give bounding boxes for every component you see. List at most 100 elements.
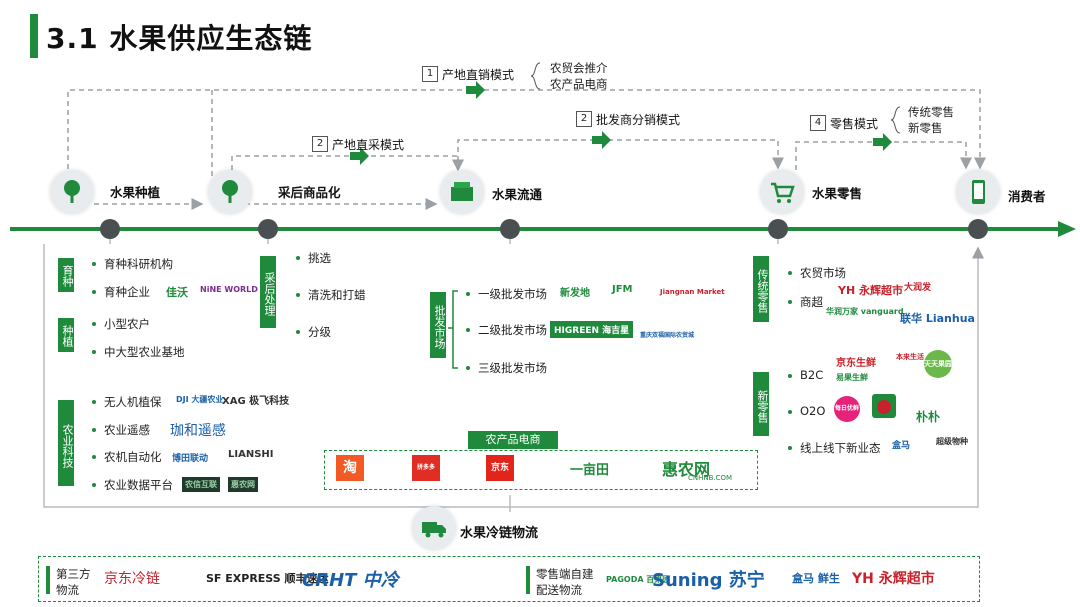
axis-dot-4: [768, 219, 788, 239]
apple-logo-icon: [872, 394, 896, 418]
mode1-label: 产地直销模式: [442, 68, 515, 82]
item-sorting: 挑选: [308, 251, 331, 265]
logo-cnhnb: CNHNB.COM: [688, 474, 733, 482]
logo-sf: SF EXPRESS 顺丰速运: [206, 572, 329, 585]
bullet: [788, 271, 792, 275]
node-consumer-label: 消费者: [1008, 189, 1046, 204]
retail-self-accent: [526, 566, 530, 594]
bullet: [788, 374, 792, 378]
mode4-item-traditional: 传统零售: [908, 105, 954, 119]
axis-dot-1: [100, 219, 120, 239]
logo-jfm: JFM: [612, 284, 633, 295]
logo-pinduoduo: 拼多多: [412, 455, 440, 481]
logo-hema: 盒马: [892, 441, 911, 451]
mode3-label: 批发商分销模式: [596, 113, 681, 127]
item-small-farmer: 小型农户: [104, 317, 150, 331]
node-circulation: [440, 170, 484, 214]
node-planting-label: 水果种植: [110, 185, 161, 200]
logo-huinong-small: 惠农网: [228, 477, 258, 492]
mode4-path: [795, 141, 972, 170]
logo-nongxin: 农信互联: [182, 477, 220, 492]
third-party-label-line2: 物流: [56, 583, 79, 597]
logo-yonghui: YH 永辉超市: [838, 284, 904, 297]
mode4-number: 4: [810, 115, 826, 131]
logo-pagoda: PAGODA 百果园: [606, 575, 671, 584]
logo-shuangfu: 重庆双福国际农贸城: [640, 332, 695, 339]
item-data-platform: 农业数据平台: [104, 478, 173, 492]
bullet: [92, 400, 96, 404]
mode1-flow-arrow: [466, 81, 485, 99]
wholesale-bracket: [448, 290, 458, 369]
mode3-flow-arrow: [592, 131, 611, 149]
item-wholesale-third: 三级批发市场: [478, 361, 547, 375]
logo-lianshi: LIANSHI: [228, 449, 274, 460]
logo-benlai: 本来生活: [896, 353, 924, 361]
item-breeding-company: 育种企业: [104, 285, 150, 299]
mode4-item-new: 新零售: [908, 121, 943, 135]
logo-tiantian: 天天果园: [924, 350, 952, 378]
mode4-brace-icon: [890, 106, 901, 134]
retail-self-label-line2: 配送物流: [536, 583, 582, 597]
truck-icon: [422, 522, 446, 538]
item-large-farm: 中大型农业基地: [104, 345, 185, 359]
phone-icon: [972, 180, 985, 204]
logo-yimutian: 一亩田: [570, 463, 610, 478]
logo-jiangnan: Jiangnan Market: [660, 288, 725, 296]
mode1-brace-icon: [530, 62, 541, 90]
section-frame: [43, 244, 970, 508]
tree-icon: [64, 180, 80, 203]
bullet: [92, 290, 96, 294]
bullet: [92, 262, 96, 266]
item-wholesale-second: 二级批发市场: [478, 323, 547, 337]
mode4-label: 零售模式: [830, 117, 879, 131]
bullet: [466, 366, 470, 370]
logo-joyvio: 佳沃: [166, 286, 188, 299]
bullet: [92, 483, 96, 487]
item-b2c: B2C: [800, 368, 824, 382]
item-o2o: O2O: [800, 404, 826, 418]
bullet: [296, 330, 300, 334]
item-remote-sensing: 农业遥感: [104, 423, 150, 437]
logo-yonghui-bottom: YH 永辉超市: [852, 571, 935, 587]
logo-suning: Suning 苏宁: [652, 570, 765, 591]
bullet: [788, 410, 792, 414]
node-circulation-label: 水果流通: [492, 187, 543, 202]
logo-hema-fresh: 盒马 鲜生: [792, 572, 840, 585]
logo-xag: XAG 极飞科技: [222, 396, 290, 407]
traditional-retail-label: 传统零售: [753, 256, 769, 322]
main-axis-arrowhead: [1058, 221, 1076, 237]
ecommerce-box: [324, 450, 758, 490]
logo-xinfadi: 新发地: [560, 288, 590, 299]
postharvest-label: 采后处理: [260, 256, 276, 328]
bullet: [788, 300, 792, 304]
cart-icon: [771, 182, 795, 203]
logo-missfresh: 每日优鲜: [834, 396, 860, 422]
third-party-accent: [46, 566, 50, 594]
logo-jd: 京东: [486, 455, 514, 481]
mode1-number: 1: [422, 66, 438, 82]
item-breeding-research: 育种科研机构: [104, 257, 173, 271]
bullet: [92, 455, 96, 459]
frame-right-return: [970, 246, 984, 508]
new-retail-label: 新零售: [753, 372, 769, 436]
item-supermarket: 商超: [800, 295, 823, 309]
mode1-item-fair: 农贸会推介: [550, 61, 608, 75]
mode2-path: [231, 155, 464, 172]
box-icon: [451, 182, 473, 201]
node-retail: [760, 170, 804, 214]
bullet: [92, 350, 96, 354]
third-party-label-line1: 第三方: [56, 567, 91, 581]
page-title: 3.1 水果供应生态链: [46, 22, 313, 55]
axis-dot-5: [968, 219, 988, 239]
logo-huinong: 惠农网: [662, 460, 711, 479]
logo-jiahe: 珈和遥感: [170, 423, 226, 439]
logo-crht: CRHT 中冷: [302, 570, 399, 591]
mode2-flow-arrow: [350, 147, 369, 165]
bullet: [466, 328, 470, 332]
ecommerce-label: 农产品电商: [468, 431, 558, 449]
logo-jd-coldchain: 京东冷链: [104, 571, 160, 587]
group-label-agtech: 农业科技: [58, 400, 74, 486]
logo-higreen: HIGREEN 海吉星: [550, 321, 634, 338]
logo-rtmart: 大润发: [904, 283, 932, 293]
logo-nineworld: NiNE WORLD: [200, 285, 258, 294]
